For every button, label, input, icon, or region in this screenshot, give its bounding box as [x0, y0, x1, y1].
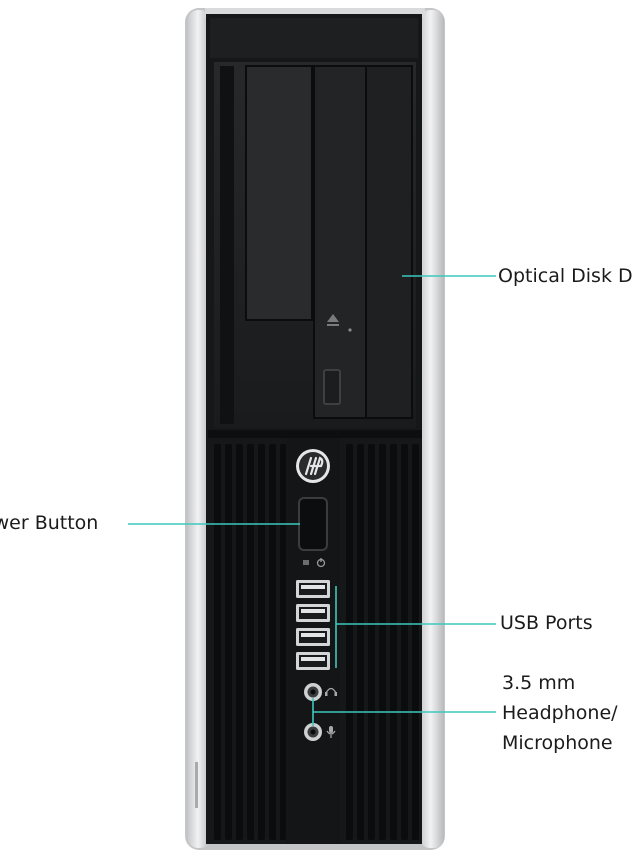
drive-bay-area — [214, 62, 416, 428]
eject-button[interactable] — [323, 369, 341, 405]
vent-slat — [269, 444, 276, 840]
usb-port[interactable] — [296, 580, 330, 598]
drive-activity-light — [303, 560, 309, 565]
audio-label-line-2: Headphone/ — [502, 702, 618, 724]
vent-slat — [225, 444, 232, 840]
vent-slat — [357, 444, 364, 840]
hp-logo-icon — [296, 449, 330, 483]
panel-divider — [208, 430, 422, 438]
vent-slat — [379, 444, 386, 840]
audio-label-line-1: 3.5 mm — [502, 672, 576, 694]
rail-marking — [195, 762, 198, 808]
headphone-icon — [325, 687, 337, 696]
usb-port[interactable] — [296, 652, 330, 670]
vent-slat — [236, 444, 243, 840]
optical-drive-label: Optical Disk D — [498, 265, 633, 287]
audio-label-line-3: Microphone — [502, 732, 613, 754]
usb-port[interactable] — [296, 628, 330, 646]
vent-slat — [280, 444, 287, 840]
power-button-label: ower Button — [0, 512, 99, 534]
power-button[interactable] — [298, 497, 328, 551]
microphone-icon — [326, 726, 336, 738]
usb-ports-label: USB Ports — [500, 612, 593, 634]
vent-slat — [258, 444, 265, 840]
callout-lines — [128, 275, 496, 726]
usb-port-stack — [296, 580, 330, 670]
microphone-jack[interactable] — [304, 723, 322, 741]
vent-slat — [412, 444, 419, 840]
eject-icon — [327, 314, 339, 326]
ventilation-grille — [214, 444, 419, 840]
drive-indicator-light — [348, 328, 352, 332]
vent-slat — [214, 444, 221, 840]
power-icon — [316, 558, 326, 568]
usb-port[interactable] — [296, 604, 330, 622]
vent-slat — [390, 444, 397, 840]
vent-slat — [247, 444, 254, 840]
vent-slat — [401, 444, 408, 840]
vent-slat — [368, 444, 375, 840]
headphone-jack[interactable] — [304, 683, 322, 701]
vent-slat — [346, 444, 353, 840]
audio-jacks-label: 3.5 mm Headphone/ Microphone — [502, 668, 618, 758]
